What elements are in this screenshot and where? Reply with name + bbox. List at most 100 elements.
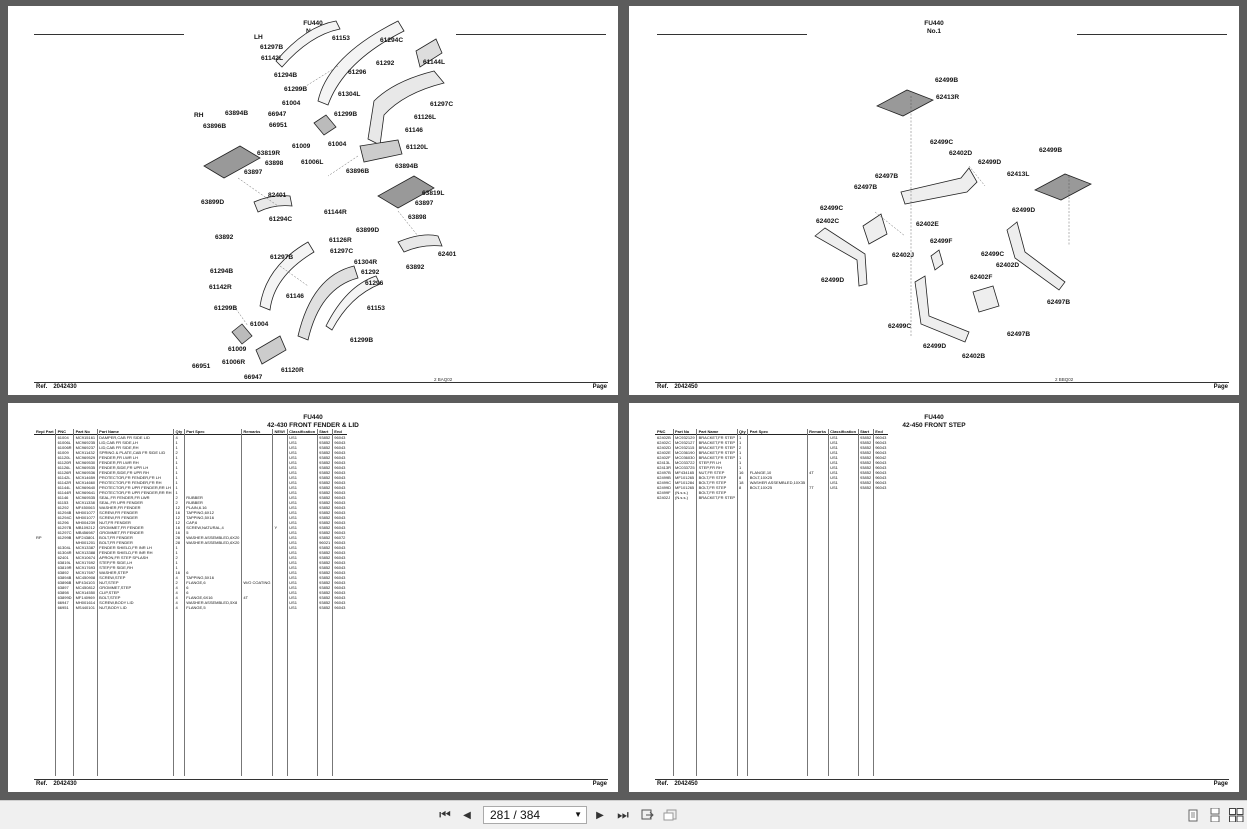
svg-text:61153: 61153 — [332, 35, 350, 42]
svg-text:61146: 61146 — [286, 293, 304, 300]
continuous-view-button[interactable] — [1208, 807, 1222, 823]
table-cell: US1 — [830, 475, 838, 480]
table-cell: NUT,FR FENDER — [99, 520, 131, 525]
table-cell: MC911432 — [75, 450, 95, 455]
ref-label: Ref.2042450 — [657, 384, 698, 390]
table-cell: 93852 — [319, 555, 331, 560]
table-cell: 96043 — [334, 560, 346, 565]
table-cell: MF434165 — [675, 470, 695, 475]
svg-text:61004: 61004 — [282, 100, 301, 107]
table-cell: 93852 — [860, 485, 872, 490]
forward-history-button[interactable] — [662, 807, 678, 823]
svg-text:61142L: 61142L — [261, 55, 283, 62]
table-cell: US1 — [830, 465, 838, 470]
table-cell: 63894B — [57, 575, 72, 580]
table-cell: 96043 — [334, 550, 346, 555]
table-cell: 93852 — [319, 595, 331, 600]
previous-page-button[interactable]: ◀ — [463, 809, 471, 821]
svg-text:62499F: 62499F — [930, 238, 952, 245]
table-cell: 96043 — [334, 520, 346, 525]
table-cell: 63898 — [57, 590, 69, 595]
table-cell: RUBBER — [186, 495, 203, 500]
column-header: NEW! — [272, 429, 288, 435]
table-cell: 61006L — [57, 440, 71, 445]
protector-fr-lh-shape — [359, 139, 403, 163]
column-header: PNC — [655, 429, 674, 435]
svg-text:LH: LH — [254, 34, 263, 41]
svg-text:61297B: 61297B — [270, 254, 293, 261]
table-cell: 16 — [175, 530, 180, 535]
table-cell: 61006R — [57, 445, 72, 450]
last-page-button[interactable]: ⏭ — [617, 807, 629, 822]
svg-text:63897: 63897 — [415, 200, 434, 207]
table-cell: 93852 — [319, 590, 331, 595]
table-cell: STEP,FR SIDE,RH — [99, 565, 133, 570]
table-cell: FENDER,SIDE,FR UPR LH — [99, 465, 149, 470]
svg-text:61304R: 61304R — [354, 259, 377, 266]
table-cell: LID,CAB FR SIDE,RH — [99, 445, 139, 450]
svg-text:61006R: 61006R — [222, 359, 245, 366]
table-cell: TAPPING,6X12 — [186, 510, 214, 515]
page-number-select[interactable]: 281 / 384 ▼ — [483, 806, 587, 824]
table-cell: 1 — [175, 445, 178, 450]
table-cell: 61297B — [57, 525, 72, 530]
table-cell: 1 — [739, 455, 742, 460]
table-cell: 96043 — [334, 480, 346, 485]
table-cell: US1 — [289, 550, 297, 555]
table-cell: 96043 — [875, 475, 887, 480]
table-cell: 1 — [175, 465, 178, 470]
svg-text:61009: 61009 — [292, 143, 311, 150]
table-cell: 1 — [175, 565, 178, 570]
table-cell: 93852 — [319, 450, 331, 455]
table-cell: 4T — [809, 470, 814, 475]
page-label: Page — [592, 384, 607, 390]
table-cell: 96043 — [334, 440, 346, 445]
ref-label: Ref.2042430 — [36, 384, 77, 390]
svg-text:63899D: 63899D — [201, 199, 224, 206]
svg-text:63898: 63898 — [408, 214, 427, 221]
table-cell: MF243801 — [75, 535, 95, 540]
next-page-button[interactable]: ▶ — [596, 809, 604, 821]
table-cell: 2 — [175, 450, 178, 455]
table-cell: 96043 — [334, 465, 346, 470]
table-cell: 61297C — [57, 530, 72, 535]
table-cell: US1 — [289, 535, 297, 540]
table-cell: FENDER,FR LWR LH — [99, 455, 138, 460]
table-cell: NUT,BODY LID — [99, 605, 127, 610]
single-page-view-button[interactable] — [1186, 807, 1200, 823]
table-cell — [828, 495, 858, 500]
page-label: Page — [1213, 781, 1228, 787]
svg-text:61299B: 61299B — [350, 337, 373, 344]
back-history-button[interactable] — [640, 807, 656, 823]
svg-text:63819L: 63819L — [422, 190, 444, 197]
header-rule-right — [456, 34, 606, 35]
page-label: Page — [1213, 384, 1228, 390]
table-cell: MC915161 — [75, 435, 96, 440]
table-cell: US1 — [289, 530, 297, 535]
table-cell: US1 — [289, 435, 297, 440]
table-cell: 93852 — [860, 470, 872, 475]
svg-text:62402B: 62402B — [962, 353, 985, 360]
svg-text:62402D: 62402D — [996, 262, 1019, 269]
table-cell: 96043 — [334, 485, 346, 490]
table-cell: 1 — [175, 550, 178, 555]
table-cell: GROMMET,STEP — [99, 585, 132, 590]
first-page-button[interactable]: ⏮ — [439, 807, 451, 822]
table-cell: 93852 — [860, 465, 872, 470]
sheet-label: No.1 — [926, 28, 942, 35]
table-cell: MB109212 — [75, 525, 95, 530]
table-cell: MC450908 — [75, 575, 96, 580]
svg-text:61297B: 61297B — [260, 44, 283, 51]
two-page-view-button[interactable] — [1228, 807, 1244, 823]
protector-upr-lh-shape — [415, 38, 443, 68]
table-cell: 93852 — [319, 475, 331, 480]
table-row: 62402J(N.s.s.)BRACKET,FR STEP — [655, 495, 888, 500]
table-cell: MC033722 — [675, 460, 695, 465]
table-cell: MC917692 — [75, 560, 96, 565]
svg-text:63899D: 63899D — [356, 227, 379, 234]
